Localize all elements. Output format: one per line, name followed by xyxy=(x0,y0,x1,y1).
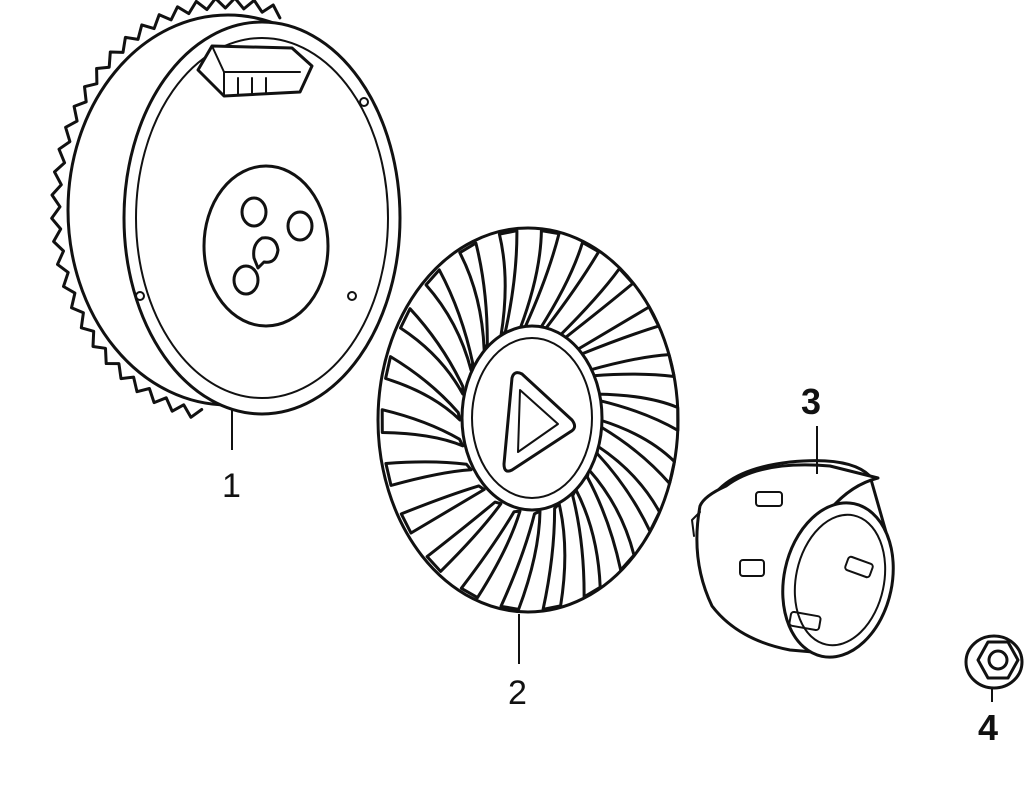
fan-fin xyxy=(384,355,462,422)
fan-fin xyxy=(557,267,635,340)
fan-fin xyxy=(459,509,522,600)
flange-nut-icon xyxy=(964,634,1024,690)
fan-fin xyxy=(384,460,473,487)
starter-cup-icon xyxy=(691,459,895,659)
fan-fin xyxy=(595,392,680,432)
fan-fin xyxy=(595,444,661,533)
callout-number: 1 xyxy=(222,467,241,505)
fan-fin xyxy=(499,509,542,611)
fan-fin xyxy=(541,502,567,611)
fan-fin xyxy=(585,468,636,572)
fan-fin xyxy=(424,268,475,372)
fan-fin xyxy=(574,305,661,356)
fan-fin xyxy=(538,240,601,331)
fan-fin xyxy=(399,307,465,396)
callout-number: 4 xyxy=(978,707,998,748)
fan-fin xyxy=(571,488,602,599)
fan-fin xyxy=(598,418,676,485)
fan-fin xyxy=(587,353,676,378)
callout-number: 3 xyxy=(801,381,821,422)
fan-fin xyxy=(497,229,519,338)
flywheel-icon xyxy=(50,0,402,419)
fan-fin xyxy=(380,408,465,448)
cooling-fan-icon xyxy=(376,226,680,614)
fan-fin xyxy=(399,484,486,535)
callout-number: 2 xyxy=(508,674,527,712)
fan-fin xyxy=(425,500,503,573)
fan-fin xyxy=(518,229,561,331)
fan-fin xyxy=(458,241,489,352)
